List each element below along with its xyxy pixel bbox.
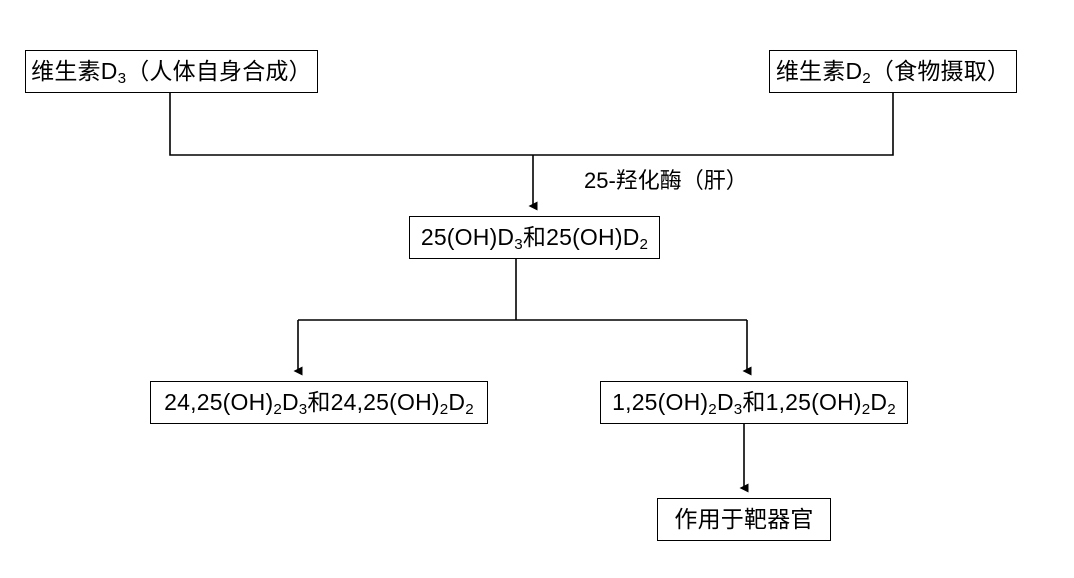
25-hydroxy-metabolite-box[interactable]: 25(OH)D3和25(OH)D2 [409, 216, 660, 259]
24-25-dihydroxy-metabolite-box[interactable]: 24,25(OH)2D3和24,25(OH)2D2 [150, 381, 488, 424]
1-25-dihydroxy-metabolite-label: 1,25(OH)2D3和1,25(OH)2D2 [612, 389, 896, 419]
vitamin-d2-source-box[interactable]: 维生素D2（食物摄取） [769, 50, 1017, 93]
1-25-dihydroxy-metabolite-box[interactable]: 1,25(OH)2D3和1,25(OH)2D2 [600, 381, 908, 424]
25-hydroxy-metabolite-label: 25(OH)D3和25(OH)D2 [420, 224, 649, 254]
vitamin-d3-source-box[interactable]: 维生素D3（人体自身合成） [25, 50, 318, 93]
edge-d3-to-25oh [169, 93, 533, 156]
edge-d2-to-25oh [533, 93, 894, 156]
vitamin-d2-source-label: 维生素D2（食物摄取） [775, 58, 1011, 88]
24-25-dihydroxy-metabolite-label: 24,25(OH)2D3和24,25(OH)2D2 [164, 389, 474, 419]
target-organ-action-label: 作用于靶器官 [674, 506, 814, 532]
vitamin-d3-source-label: 维生素D3（人体自身合成） [31, 58, 312, 88]
edge-25oh-to-split [298, 259, 747, 321]
25-hydroxylase-liver-label: 25-羟化酶（肝） [584, 168, 748, 193]
target-organ-action-box[interactable]: 作用于靶器官 [657, 498, 831, 541]
